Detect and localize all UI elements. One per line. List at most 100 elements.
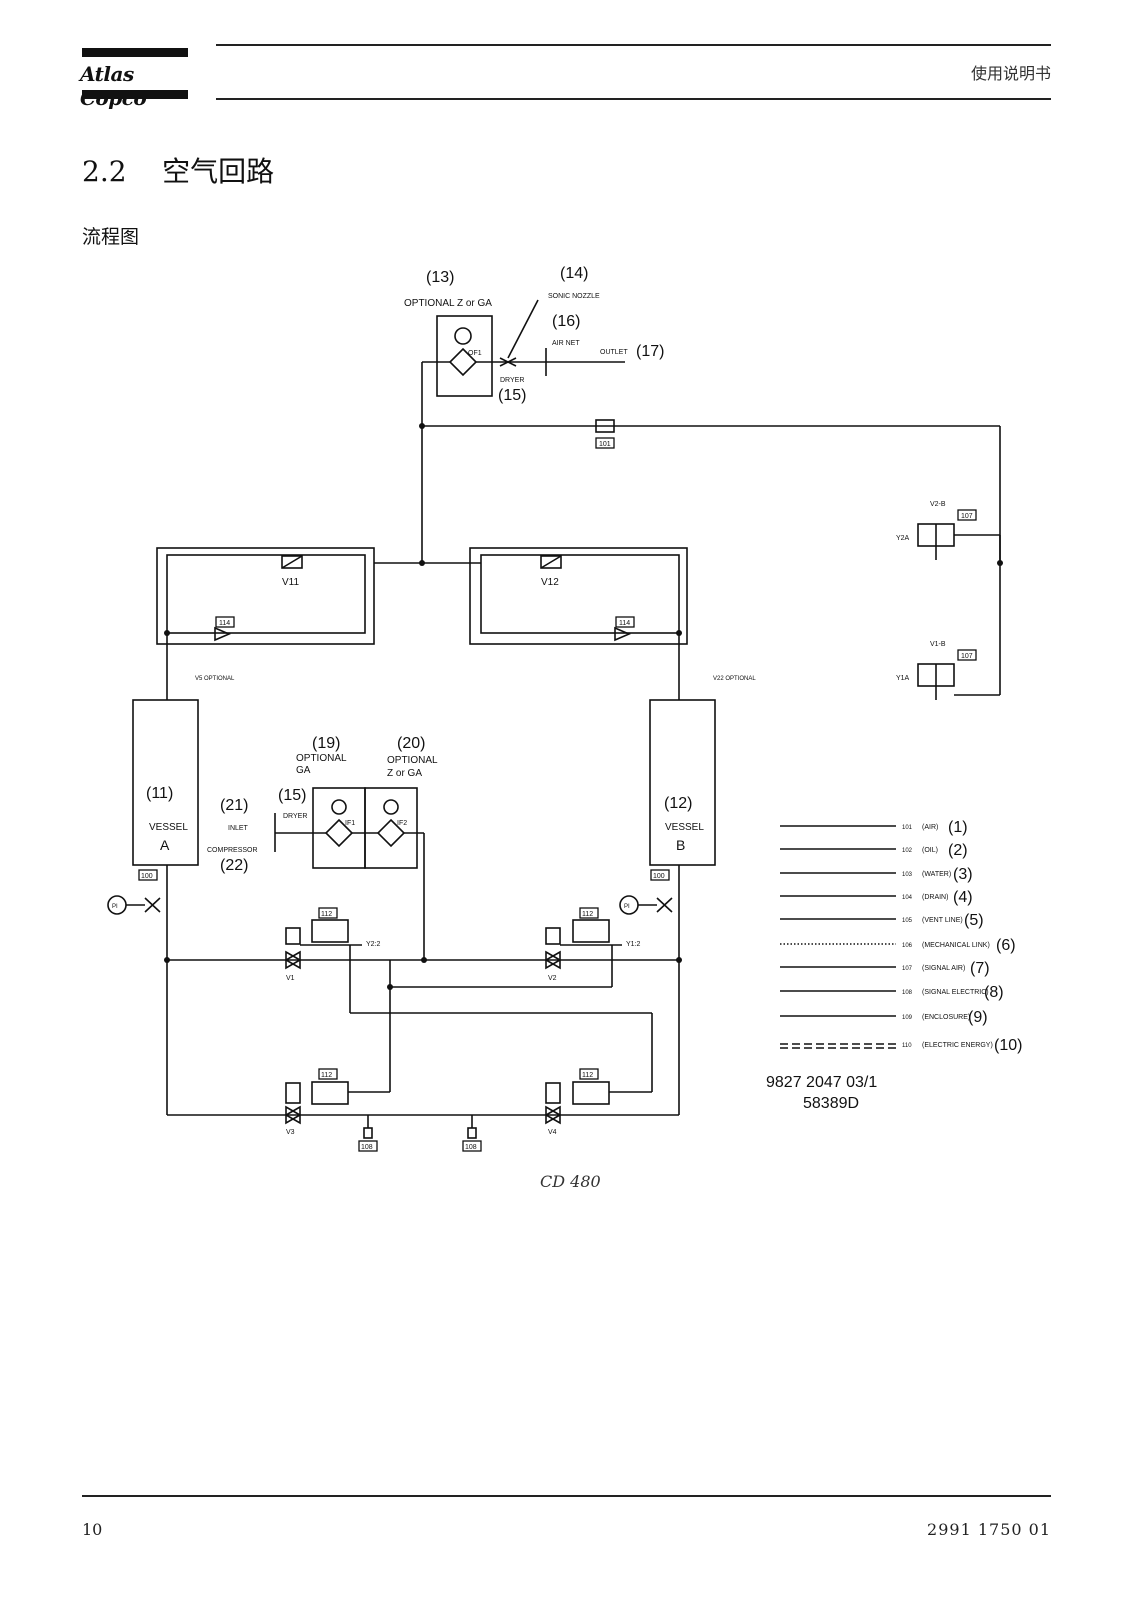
v11-enclosure [156, 547, 375, 645]
logo-bar-bottom [82, 90, 188, 99]
section-title: 空气回路 [162, 155, 275, 188]
tag-100b: 100 [653, 873, 665, 880]
legend-code-109: 109 [902, 1015, 913, 1021]
callout-20: (20) [397, 735, 425, 752]
legend-name-105: (VENT LINE) [922, 917, 963, 924]
tag-107b: 107 [961, 653, 973, 660]
callout-16-sub: AIR NET [552, 340, 580, 347]
vessel-b-letter: B [676, 837, 685, 853]
callout-21: (21) [220, 797, 248, 814]
legend-num-106: (6) [996, 937, 1016, 954]
callout-13: (13) [426, 269, 454, 286]
label-v4: V4 [548, 1129, 557, 1136]
label-y22: Y2:2 [366, 941, 381, 948]
legend-name-101: (AIR) [922, 824, 938, 831]
inlet-filter-box-20 [364, 787, 418, 869]
callout-16: (16) [552, 313, 580, 330]
label-v1: V1 [286, 975, 295, 982]
label-v5-optional: V5 OPTIONAL [195, 676, 235, 682]
callout-19: (19) [312, 735, 340, 752]
vessel-a-letter: A [160, 837, 170, 853]
label-y1a: Y1A [896, 675, 910, 682]
figure-caption: CD 480 [540, 1172, 601, 1191]
callout-14-sub: SONIC NOZZLE [548, 293, 600, 300]
label-if1: IF1 [345, 820, 355, 827]
legend-name-110: (ELECTRIC ENERGY) [922, 1042, 993, 1049]
vessel-a [132, 699, 199, 866]
legend-name-106: (MECHANICAL LINK) [922, 942, 990, 949]
gauge-pi1: PI [112, 904, 118, 910]
tag-100a: 100 [141, 873, 153, 880]
callout-15a-sub: DRYER [500, 377, 524, 384]
vessel-b [649, 699, 716, 866]
tag-101: 101 [599, 441, 611, 448]
callout-12: (12) [664, 795, 692, 812]
legend-name-107: (SIGNAL AIR) [922, 965, 965, 972]
gauge-pi2: PI [624, 904, 630, 910]
document-type-label: 使用说明书 [970, 64, 1051, 83]
tag-114a: 114 [219, 620, 230, 627]
callout-21-sub: INLET [228, 825, 249, 832]
tag-112c: 112 [321, 1072, 332, 1079]
filter-gauge-13 [454, 327, 472, 345]
vessel-a-label: VESSEL [149, 822, 188, 833]
legend-num-105: (5) [964, 912, 984, 929]
tag-112a: 112 [321, 911, 332, 918]
legend-code-102: 102 [902, 848, 913, 854]
callout-17-sub: OUTLET [600, 349, 628, 356]
tag-112d: 112 [582, 1072, 593, 1079]
label-v12: V12 [541, 577, 559, 588]
tag-114b: 114 [619, 620, 630, 627]
callout-14: (14) [560, 265, 588, 282]
label-v3: V3 [286, 1129, 295, 1136]
vessel-b-label: VESSEL [665, 822, 704, 833]
legend-code-110: 110 [902, 1043, 912, 1049]
callout-11: (11) [146, 785, 173, 802]
tag-107a: 107 [961, 513, 973, 520]
legend-name-104: (DRAIN) [922, 894, 948, 901]
legend-code-105: 105 [902, 918, 913, 924]
callout-20-sub1: OPTIONAL [387, 755, 438, 766]
section-subtitle: 流程图 [82, 226, 140, 248]
legend-num-102: (2) [948, 842, 968, 859]
label-v1b: V1-B [930, 641, 946, 648]
section-number: 2.2 [82, 155, 127, 188]
callout-19-sub1: OPTIONAL [296, 753, 347, 764]
legend-num-109: (9) [968, 1009, 988, 1026]
logo-bar-top [82, 48, 188, 57]
legend-num-101: (1) [948, 819, 968, 836]
label-of1: OF1 [468, 350, 482, 357]
header-rule-bottom [216, 98, 1051, 100]
legend-num-108: (8) [984, 984, 1004, 1001]
legend-code-103: 103 [902, 872, 913, 878]
legend-num-107: (7) [970, 960, 990, 977]
tag-112b: 112 [582, 911, 593, 918]
label-y12: Y1:2 [626, 941, 641, 948]
label-v22-optional: V22 OPTIONAL [713, 676, 756, 682]
callout-15b: (15) [278, 787, 306, 804]
legend-num-110: (10) [994, 1037, 1022, 1054]
filter-symbol-13 [448, 347, 478, 377]
legend-name-109: (ENCLOSURE) [922, 1014, 970, 1021]
legend-name-108: (SIGNAL ELECTRIC) [922, 989, 989, 996]
v12-enclosure [469, 547, 688, 645]
label-y2a: Y2A [896, 535, 910, 542]
label-v2: V2 [548, 975, 557, 982]
callout-17: (17) [636, 343, 664, 360]
section-heading: 2.2 空气回路 [82, 150, 274, 190]
legend-code-106: 106 [902, 943, 913, 949]
callout-19-sub2: GA [296, 765, 311, 776]
callout-13-sub: OPTIONAL Z or GA [404, 298, 492, 309]
label-v2b: V2-B [930, 501, 946, 508]
footer-rule [82, 1495, 1051, 1497]
callout-22-sub: COMPRESSOR [207, 847, 258, 854]
legend-num-103: (3) [953, 866, 973, 883]
label-v11: V11 [282, 577, 299, 588]
callout-15a: (15) [498, 387, 526, 404]
tag-108a: 108 [361, 1144, 373, 1151]
header-rule-top [216, 44, 1051, 46]
footer-doc-number: 2991 1750 01 [927, 1520, 1051, 1539]
filter-box-13 [436, 315, 493, 397]
drawing-number: 9827 2047 03/1 [766, 1074, 877, 1091]
